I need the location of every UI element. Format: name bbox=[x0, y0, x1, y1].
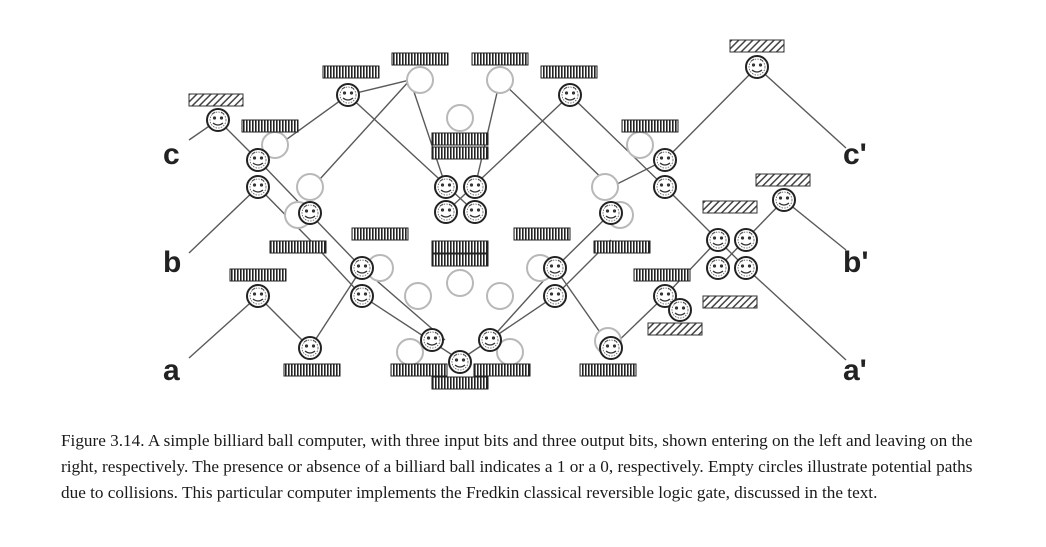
billiard-ball-icon bbox=[463, 175, 487, 199]
reflector-mirror-icon bbox=[633, 268, 691, 282]
reflector-mirror-icon bbox=[391, 52, 449, 66]
billiard-ball-icon bbox=[463, 200, 487, 224]
reflector-mirror-icon bbox=[621, 119, 679, 133]
billiard-ball-icon bbox=[558, 83, 582, 107]
reflector-mirror-icon bbox=[241, 119, 299, 133]
reflector-mirror-icon bbox=[471, 52, 529, 66]
empty-circle bbox=[446, 269, 474, 297]
path-line bbox=[309, 79, 411, 191]
output-label-a-prime: a' bbox=[843, 354, 867, 387]
path-line bbox=[188, 186, 259, 254]
billiard-ball-icon bbox=[448, 350, 472, 374]
hatched-reflector-icon bbox=[755, 173, 811, 187]
striped-mirrors bbox=[229, 52, 691, 390]
billiard-ball-icon bbox=[298, 336, 322, 360]
reflector-mirror-icon bbox=[513, 227, 571, 241]
billiard-ball-icon bbox=[543, 256, 567, 280]
path-line bbox=[257, 186, 461, 361]
billiard-ball-diagram bbox=[188, 39, 847, 390]
path-line bbox=[569, 94, 666, 188]
billiard-ball-icon bbox=[246, 284, 270, 308]
billiard-ball-computer-figure: c b a c' b' a' bbox=[163, 39, 869, 390]
hatched-reflector-icon bbox=[647, 322, 703, 336]
empty-circle bbox=[626, 131, 654, 159]
input-label-a: a bbox=[163, 354, 180, 387]
reflector-mirror-icon bbox=[431, 240, 489, 254]
empty-circle bbox=[486, 282, 514, 310]
hatched-reflector-icon bbox=[702, 295, 758, 309]
path-line bbox=[188, 295, 259, 359]
billiard-ball-icon bbox=[420, 328, 444, 352]
billiard-ball-icon bbox=[434, 200, 458, 224]
reflector-mirror-icon bbox=[351, 227, 409, 241]
input-label-c: c bbox=[163, 138, 180, 171]
empty-circle bbox=[591, 173, 619, 201]
reflector-mirror-icon bbox=[431, 132, 489, 146]
billiard-ball-icon bbox=[206, 108, 230, 132]
figure-caption: Figure 3.14. A simple billiard ball comp… bbox=[61, 431, 973, 502]
empty-circle bbox=[486, 66, 514, 94]
billiard-ball-icon bbox=[434, 175, 458, 199]
path-line bbox=[257, 79, 447, 188]
billiard-ball-icon bbox=[706, 228, 730, 252]
reflector-mirror-icon bbox=[540, 65, 598, 79]
billiard-ball-icon bbox=[478, 328, 502, 352]
billiard-ball-icon bbox=[653, 148, 677, 172]
hatched-reflector-icon bbox=[188, 93, 244, 107]
reflector-mirror-icon bbox=[229, 268, 287, 282]
billiard-ball-icon bbox=[336, 83, 360, 107]
output-label-b-prime: b' bbox=[843, 246, 869, 279]
empty-circle bbox=[404, 282, 432, 310]
hatched-mirrors bbox=[188, 39, 811, 336]
billiard-ball-icon bbox=[246, 175, 270, 199]
reflector-mirror-icon bbox=[431, 146, 489, 160]
empty-circle bbox=[296, 173, 324, 201]
billiard-ball-icon bbox=[246, 148, 270, 172]
path-line bbox=[664, 239, 719, 297]
billiard-ball-icon bbox=[706, 256, 730, 280]
billiard-ball-icon bbox=[599, 336, 623, 360]
reflector-mirror-icon bbox=[593, 240, 651, 254]
billiard-ball-icon bbox=[772, 188, 796, 212]
reflector-mirror-icon bbox=[579, 363, 637, 377]
empty-circle bbox=[396, 338, 424, 366]
billiard-ball-icon bbox=[298, 201, 322, 225]
billiard-ball-icon bbox=[350, 256, 374, 280]
empty-circle bbox=[446, 104, 474, 132]
billiard-ball-icon bbox=[668, 298, 692, 322]
output-label-c-prime: c' bbox=[843, 138, 867, 171]
input-label-b: b bbox=[163, 246, 182, 279]
reflector-mirror-icon bbox=[431, 253, 489, 267]
reflector-mirror-icon bbox=[390, 363, 448, 377]
hatched-reflector-icon bbox=[702, 200, 758, 214]
reflector-mirror-icon bbox=[473, 363, 531, 377]
billiard-ball-icon bbox=[734, 256, 758, 280]
billiard-ball-icon bbox=[745, 55, 769, 79]
billiard-ball-icon bbox=[350, 284, 374, 308]
hatched-reflector-icon bbox=[729, 39, 785, 53]
empty-circle bbox=[406, 66, 434, 94]
billiard-ball-icon bbox=[653, 175, 677, 199]
reflector-mirror-icon bbox=[322, 65, 380, 79]
billiard-ball-icon bbox=[599, 201, 623, 225]
reflector-mirror-icon bbox=[431, 376, 489, 390]
path-line bbox=[664, 66, 847, 161]
reflector-mirror-icon bbox=[269, 240, 327, 254]
billiard-ball-icon bbox=[734, 228, 758, 252]
reflector-mirror-icon bbox=[283, 363, 341, 377]
billiard-ball-icon bbox=[543, 284, 567, 308]
